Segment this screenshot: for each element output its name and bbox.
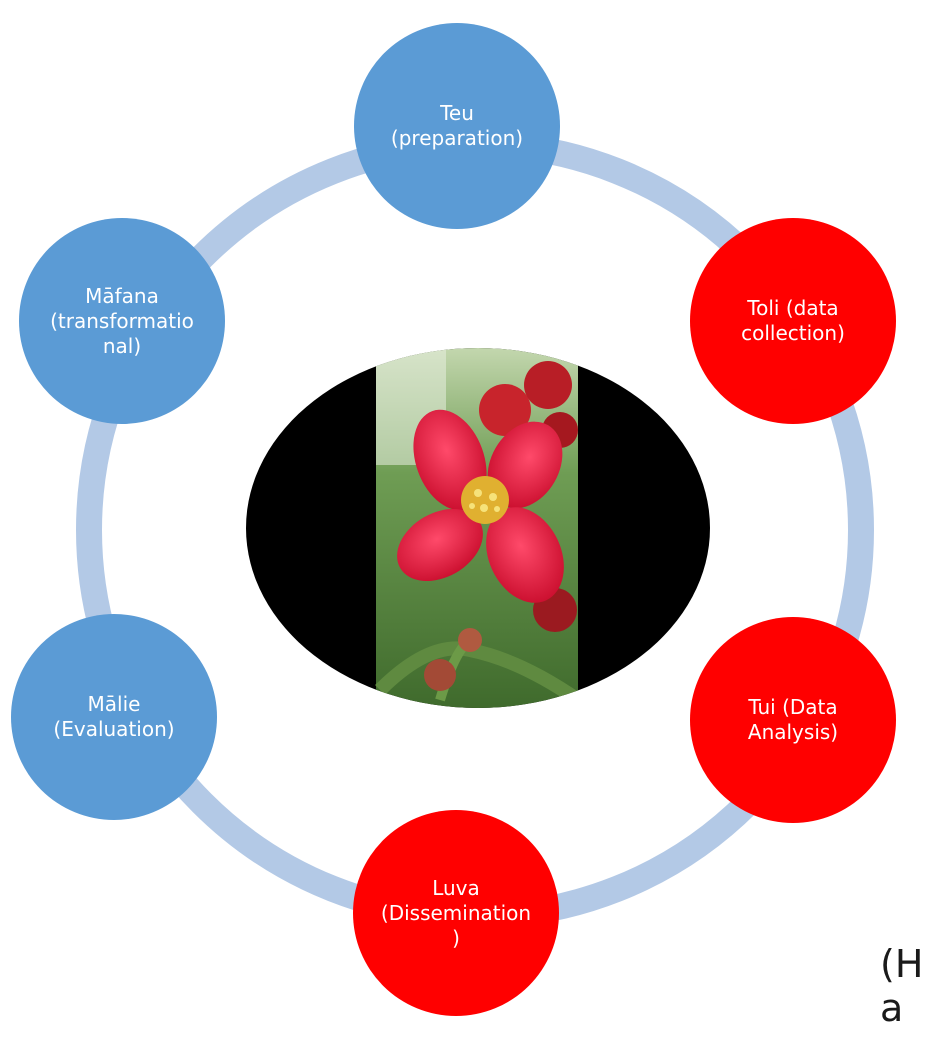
cut-off-caption-line-1: (H — [880, 942, 924, 986]
node-luva: Luva (Dissemination ) — [353, 810, 559, 1016]
node-tui: Tui (Data Analysis) — [690, 617, 896, 823]
cut-off-caption-line-2: a — [880, 986, 904, 1030]
center-image — [246, 348, 710, 708]
node-teu-label: Teu (preparation) — [390, 101, 524, 150]
node-toli-label: Toli (data collection) — [741, 296, 845, 345]
node-mafana: Māfana (transformatio nal) — [19, 218, 225, 424]
node-malie-label: Mālie (Evaluation) — [53, 692, 175, 741]
node-teu: Teu (preparation) — [354, 23, 560, 229]
node-luva-label: Luva (Dissemination ) — [380, 875, 532, 950]
node-tui-label: Tui (Data Analysis) — [747, 695, 839, 744]
red-flower-photo — [375, 348, 582, 708]
node-toli: Toli (data collection) — [690, 218, 896, 424]
node-mafana-label: Māfana (transformatio nal) — [50, 283, 194, 358]
node-malie: Mālie (Evaluation) — [11, 614, 217, 820]
